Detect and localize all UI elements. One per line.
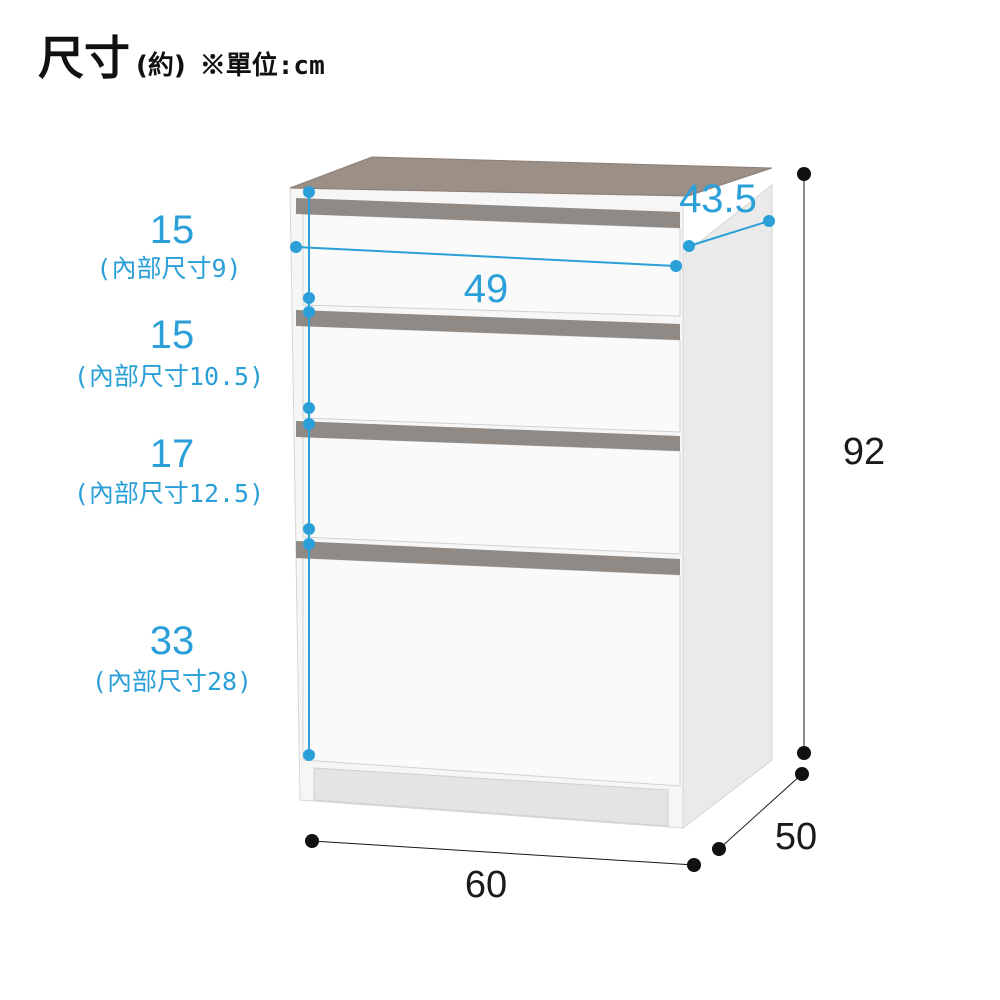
outer-width-label: 60 (465, 864, 507, 906)
title-unit-note: ※單位:cm (199, 51, 325, 81)
drawer-2-height-label: 15 (150, 313, 195, 357)
drawer-front-4 (302, 557, 681, 787)
outer-depth-line (718, 773, 803, 850)
inner-height-marker (303, 306, 315, 318)
title-approx: (約) (136, 51, 186, 81)
outer-width-marker (305, 834, 319, 848)
cabinet-plinth (313, 767, 669, 827)
inner-height-marker (303, 402, 315, 414)
drawer-3-height-label: 17 (150, 432, 195, 476)
inner-width-marker (290, 241, 302, 253)
countertop (289, 156, 773, 197)
outer-height-marker (797, 167, 811, 181)
outer-height-label: 92 (843, 431, 885, 473)
title-main: 尺寸 (38, 31, 130, 85)
inner-width-marker (670, 260, 682, 272)
inner-height-marker (303, 523, 315, 535)
inner-depth-marker (763, 215, 775, 227)
drawer-handle-2 (296, 310, 680, 340)
inner-height-marker (303, 538, 315, 550)
outer-width-marker (687, 858, 701, 872)
inner-depth-line (688, 220, 770, 247)
outer-depth-marker (795, 767, 809, 781)
outer-width-line (311, 840, 695, 866)
drawer-handle-1 (296, 198, 680, 228)
inner-height-marker (303, 418, 315, 430)
drawer-4-inner-label: (內部尺寸28) (92, 667, 252, 696)
inner-height-marker (303, 292, 315, 304)
drawer-front-2 (302, 325, 681, 433)
inner-width-line (295, 246, 677, 267)
inner-width-label: 49 (464, 267, 509, 311)
drawer-1-inner-label: (內部尺寸9) (96, 254, 241, 283)
inner-depth-label: 43.5 (679, 177, 757, 221)
outer-depth-marker (712, 842, 726, 856)
drawer-1-height-label: 15 (150, 208, 195, 252)
drawer-3-inner-label: (內部尺寸12.5) (74, 479, 264, 508)
drawer-handle-4 (296, 541, 680, 575)
inner-height-marker (303, 186, 315, 198)
inner-depth-marker (683, 240, 695, 252)
inner-height-marker (303, 749, 315, 761)
drawer-4-height-label: 33 (150, 619, 195, 663)
cabinet-side-panel (682, 183, 773, 830)
outer-height-marker (797, 746, 811, 760)
drawer-2-inner-label: (內部尺寸10.5) (74, 362, 264, 391)
drawer-handle-3 (296, 421, 680, 451)
drawer-front-3 (302, 436, 681, 555)
outer-depth-label: 50 (775, 816, 817, 858)
diagram-title: 尺寸(約) ※單位:cm (38, 22, 325, 85)
